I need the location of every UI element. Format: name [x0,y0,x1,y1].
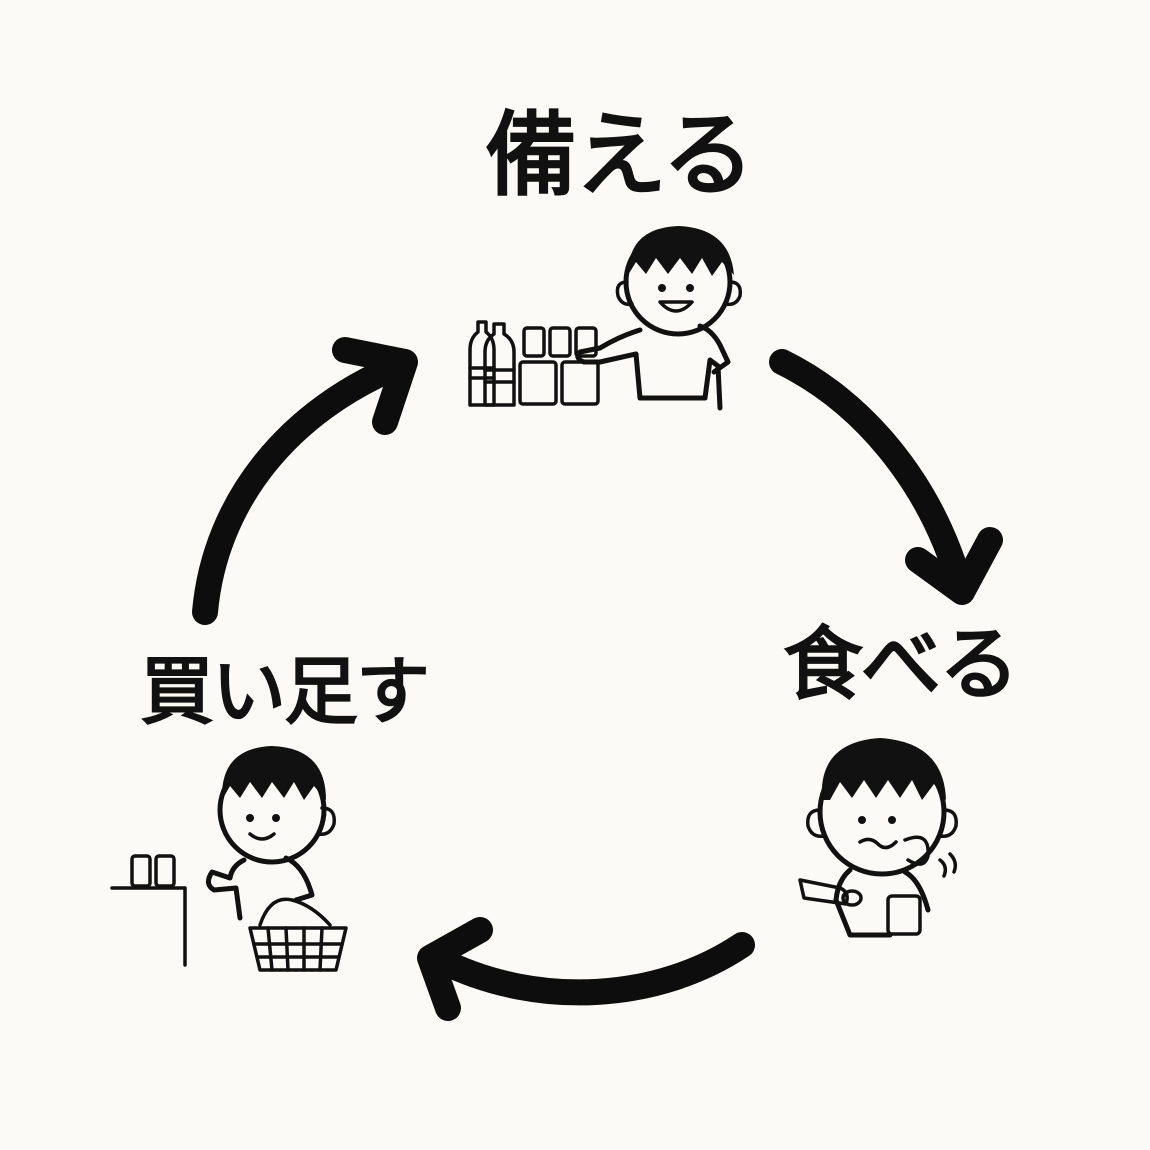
arrow-prepare-to-eat [769,349,1003,605]
arrow-buy-to-prepare [192,337,418,625]
arrow-eat-to-buy [417,917,755,1021]
water-bottle-icon [483,322,516,407]
water-bottle-icon [468,320,496,407]
child-eat-illustration [798,738,958,938]
step-label-eat: 食べる [783,618,1019,711]
child-buy-illustration [110,746,348,972]
step-label-buy: 買い足す [140,649,430,735]
step-label-prepare: 備える [485,102,754,209]
child-prepare-illustration [468,226,743,411]
shopping-basket-icon [248,897,348,972]
canned-food-icon [518,326,600,406]
canned-food-icon [130,854,176,888]
